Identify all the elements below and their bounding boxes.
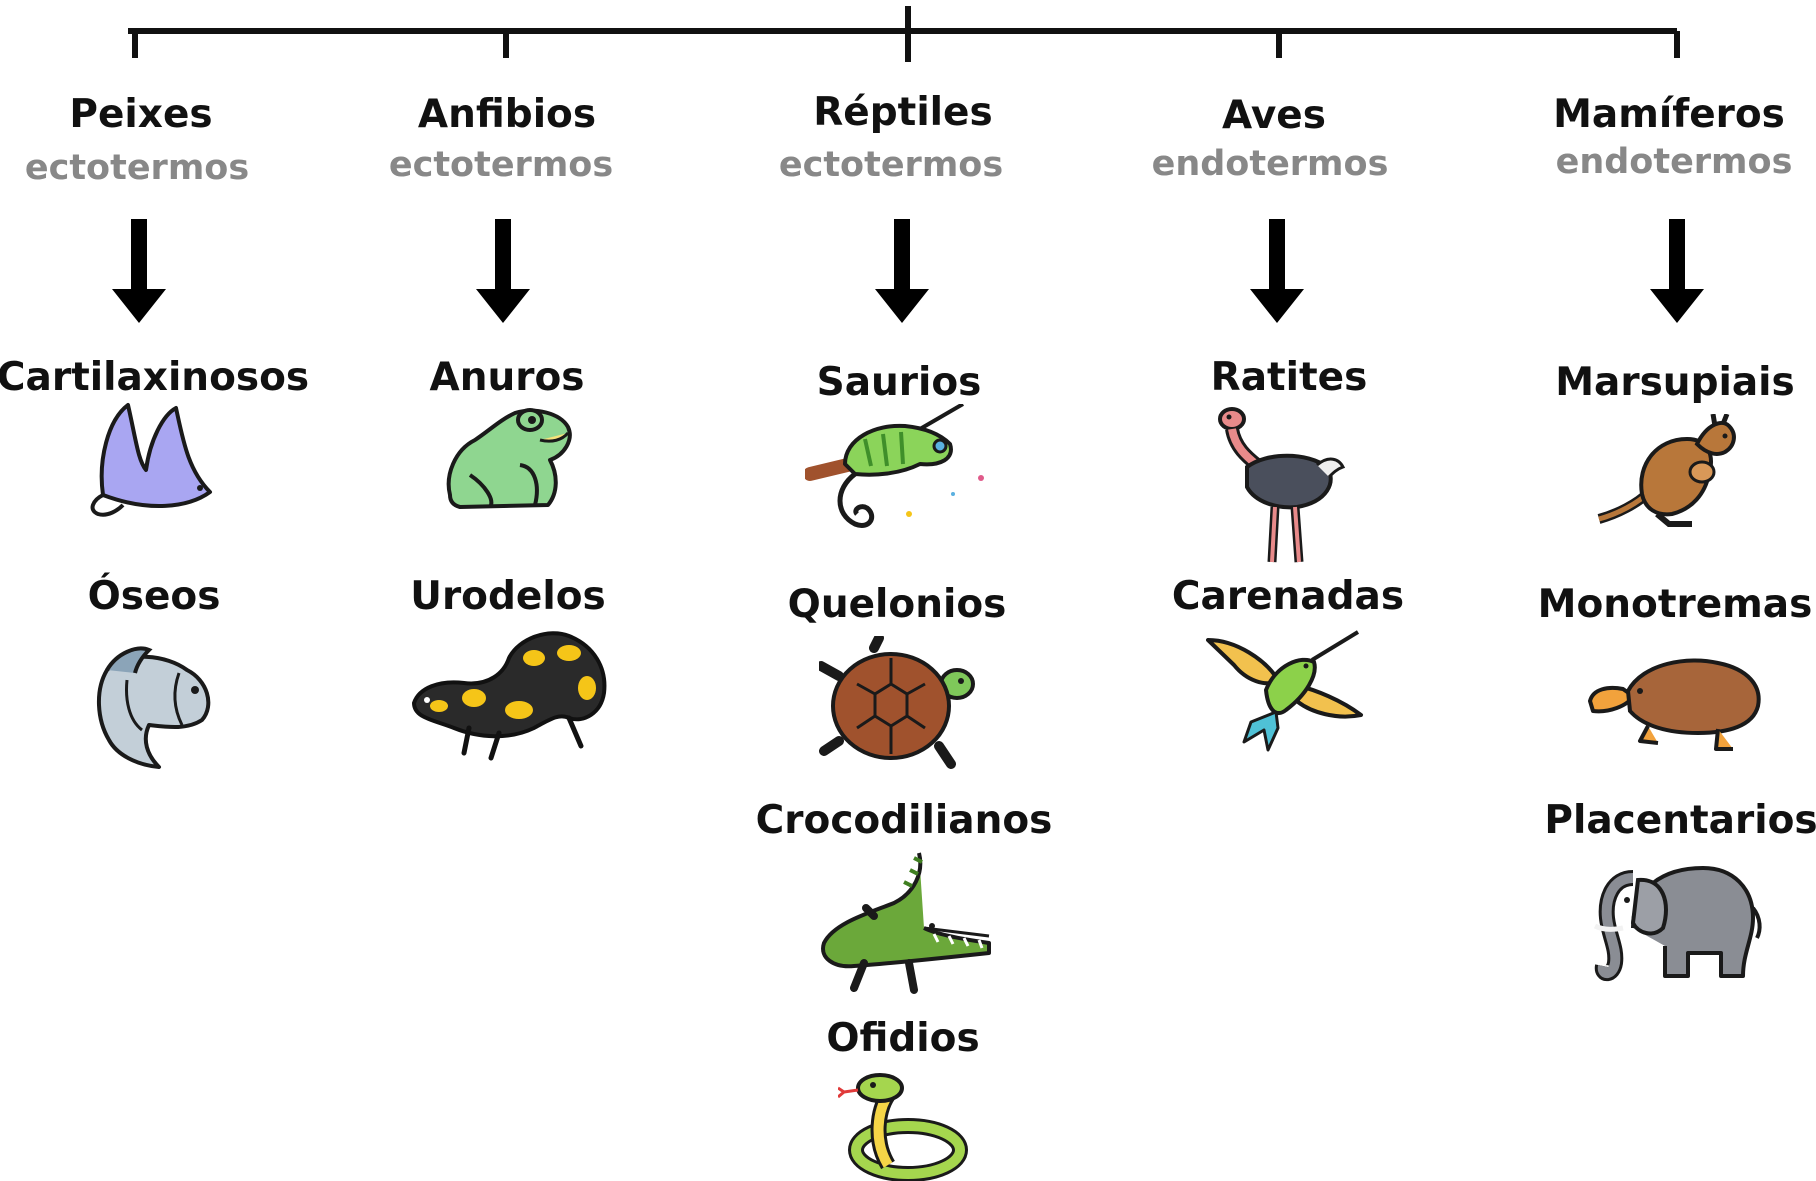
group-name-peixes: Peixes	[69, 92, 213, 137]
fish-icon	[96, 646, 211, 769]
subgroup-name-ofidios: Ofidios	[826, 1016, 980, 1061]
kangaroo-icon	[1597, 414, 1736, 527]
thermo-peixes: ectotermos	[24, 148, 250, 188]
down-arrow-icon	[112, 219, 166, 323]
snake-icon	[838, 1073, 968, 1181]
subgroup-name-oseos: Óseos	[87, 574, 221, 619]
group-name-aves: Aves	[1222, 93, 1326, 138]
group-name-anfibios: Anfibios	[417, 92, 597, 137]
subgroup-name-monotremas: Monotremas	[1537, 582, 1813, 627]
group-name-mamiferos: Mamíferos	[1553, 92, 1785, 137]
subgroup-name-urodelos: Urodelos	[410, 574, 606, 619]
down-arrow-icon	[875, 219, 929, 323]
subgroup-name-cartilaxinosos: Cartilaxinosos	[0, 355, 310, 400]
elephant-icon	[1593, 866, 1762, 982]
subgroup-name-carenadas: Carenadas	[1171, 574, 1405, 619]
subgroup-name-placentarios: Placentarios	[1544, 798, 1816, 843]
hummingbird-icon	[1206, 630, 1363, 752]
platypus-icon	[1588, 658, 1761, 751]
subgroup-name-marsupiais: Marsupiais	[1555, 360, 1795, 405]
ostrich-icon	[1218, 407, 1346, 563]
group-name-repteis: Réptiles	[813, 90, 993, 135]
subgroup-name-quelonios: Quelonios	[787, 582, 1007, 627]
ray-icon	[90, 403, 212, 517]
frog-icon	[446, 408, 572, 509]
thermo-aves: endotermos	[1151, 144, 1389, 184]
thermo-repteis: ectotermos	[778, 145, 1004, 185]
down-arrow-icon	[1250, 219, 1304, 323]
tree-connector	[128, 6, 1680, 62]
salamander-icon	[412, 631, 607, 761]
subgroup-name-crocodilianos: Crocodilianos	[755, 798, 1053, 843]
down-arrow-icon	[476, 219, 530, 323]
chameleon-icon	[805, 404, 984, 528]
crocodile-icon	[821, 852, 991, 994]
thermo-mamiferos: endotermos	[1555, 142, 1793, 182]
down-arrow-icon	[1650, 219, 1704, 323]
subgroup-name-anuros: Anuros	[429, 355, 585, 400]
turtle-icon	[819, 636, 975, 769]
subgroup-name-ratites: Ratites	[1210, 355, 1368, 400]
subgroup-name-saurios: Saurios	[816, 360, 982, 405]
thermo-anfibios: ectotermos	[388, 145, 614, 185]
